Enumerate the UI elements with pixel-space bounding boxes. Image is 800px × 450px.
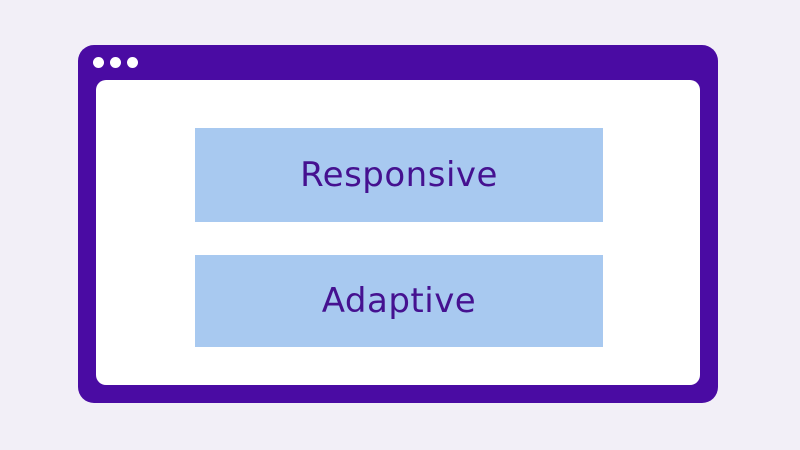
browser-content-area: Responsive Adaptive <box>96 80 700 385</box>
browser-window: Responsive Adaptive <box>78 45 718 403</box>
adaptive-block-label: Adaptive <box>321 281 477 321</box>
adaptive-block: Adaptive <box>195 255 603 347</box>
responsive-block-label: Responsive <box>300 155 498 195</box>
responsive-block: Responsive <box>195 128 603 222</box>
window-control-dot-3[interactable] <box>127 57 138 68</box>
window-control-dot-2[interactable] <box>110 57 121 68</box>
browser-titlebar <box>78 45 718 80</box>
window-control-dot-1[interactable] <box>93 57 104 68</box>
